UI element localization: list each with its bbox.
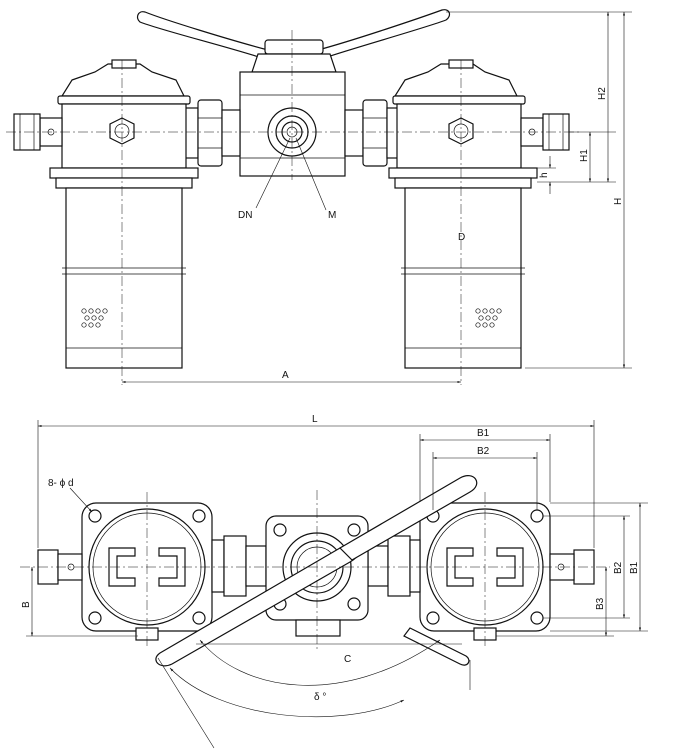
left-filter-housing xyxy=(13,59,199,369)
bolt-holes-label: 8- ϕ d xyxy=(48,478,74,489)
dim-h2-label: H2 xyxy=(597,87,608,100)
left-flange xyxy=(37,502,213,641)
dim-c-label: C xyxy=(344,654,351,665)
m-label: M xyxy=(328,210,336,221)
dn-label: DN xyxy=(238,210,252,221)
dim-l-label: L xyxy=(312,414,318,425)
angle-label: δ ° xyxy=(314,692,326,703)
dim-a-label: A xyxy=(282,370,289,381)
dim-d-label: D xyxy=(458,232,465,243)
dim-b2-top-label: B2 xyxy=(477,446,490,457)
dim-b1-top-label: B1 xyxy=(477,428,490,439)
right-filter-housing xyxy=(388,59,570,369)
handle-top xyxy=(155,475,478,667)
top-view: L B1 B2 B1 B2 B3 B 8- ϕ d xyxy=(20,414,648,749)
front-view: A H H2 H1 h D DN M xyxy=(6,9,632,385)
center-valve xyxy=(239,71,346,177)
dim-b1-side-label: B1 xyxy=(629,561,640,574)
right-flange xyxy=(419,502,595,641)
dim-h-label: H xyxy=(613,198,624,205)
dim-h-small-label: h xyxy=(539,172,550,178)
dim-b-label: B xyxy=(21,601,32,608)
dim-b3-label: B3 xyxy=(595,597,606,610)
handle xyxy=(136,9,451,73)
dim-b2-side-label: B2 xyxy=(613,561,624,574)
dim-h1-label: H1 xyxy=(579,149,590,162)
